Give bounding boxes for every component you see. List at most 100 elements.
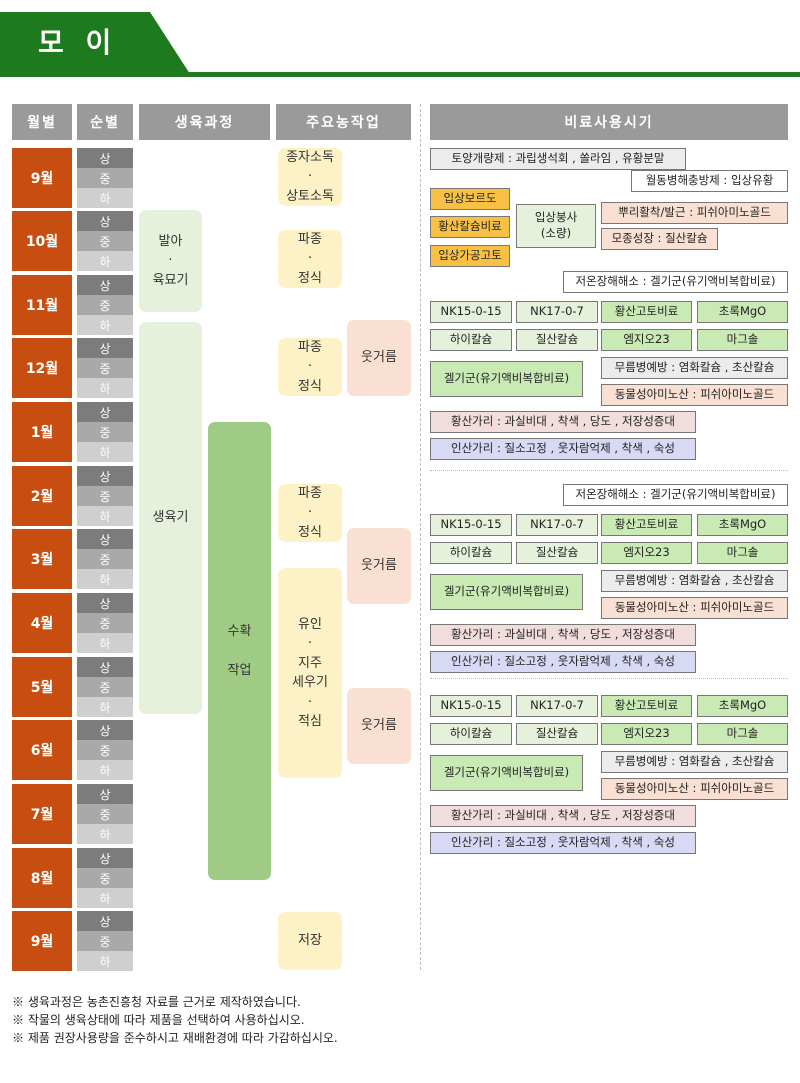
work-top-dressing-1: 웃거름 xyxy=(347,320,411,396)
header-work: 주요농작업 xyxy=(276,104,411,140)
month-cell: 9월 xyxy=(12,911,72,971)
month-cell: 8월 xyxy=(12,848,72,908)
period-cell: 중 xyxy=(77,295,133,315)
period-cell: 하 xyxy=(77,633,133,653)
fert-calcium-sulfate: 황산칼슘비료 xyxy=(430,216,510,238)
month-cell: 4월 xyxy=(12,593,72,653)
header-stage: 생육과정 xyxy=(139,104,270,140)
stage-germination: 발아 · 육묘기 xyxy=(139,210,202,312)
fert-magnesium-sulfate: 황산고토비료 xyxy=(601,301,692,323)
period-cell: 상 xyxy=(77,529,133,549)
period-cell: 중 xyxy=(77,677,133,697)
fert-hi-calcium: 하이칼슘 xyxy=(430,329,512,351)
fert-soft-rot-prevention: 무름병예방 : 염화칼슘 , 초산칼슘 xyxy=(601,570,788,592)
work-sowing-1: 파종 · 정식 xyxy=(278,230,342,288)
period-cell: 상 xyxy=(77,338,133,358)
period-cell: 중 xyxy=(77,486,133,506)
period-cell: 상 xyxy=(77,275,133,295)
period-cell: 상 xyxy=(77,211,133,231)
month-cell: 9월 xyxy=(12,148,72,208)
period-cell: 하 xyxy=(77,697,133,717)
period-cell: 중 xyxy=(77,613,133,633)
fert-low-temp-relief: 저온장해해소 : 겔기군(유기액비복합비료) xyxy=(563,271,788,293)
fert-potassium-sulfate: 황산가리 : 과실비대 , 착색 , 당도 , 저장성증대 xyxy=(430,624,696,646)
month-cell: 10월 xyxy=(12,211,72,271)
fert-magsol: 마그솔 xyxy=(697,329,788,351)
period-cell: 상 xyxy=(77,657,133,677)
fert-root-rooting: 뿌리활착/발근 : 피쉬아미노골드 xyxy=(601,202,788,224)
fert-granular-borax: 입상붕사 (소량) xyxy=(516,204,596,248)
period-cell: 중 xyxy=(77,740,133,760)
fert-seedling-growth: 모종성장 : 질산칼슘 xyxy=(601,228,718,250)
stage-growth: 생육기 xyxy=(139,322,202,714)
fert-nk17: NK17-0-7 xyxy=(516,514,598,536)
fert-calcium-nitrate: 질산칼슘 xyxy=(516,542,598,564)
fert-magnesium-sulfate: 황산고토비료 xyxy=(601,695,692,717)
period-cell: 상 xyxy=(77,593,133,613)
month-cell: 3월 xyxy=(12,529,72,589)
fert-mgo23: 엠지오23 xyxy=(601,723,692,745)
fert-magsol: 마그솔 xyxy=(697,723,788,745)
period-cell: 중 xyxy=(77,422,133,442)
fert-nk17: NK17-0-7 xyxy=(516,695,598,717)
fert-overwinter-pest: 월동병해충방제 : 입상유황 xyxy=(631,170,788,192)
fert-calcium-nitrate: 질산칼슘 xyxy=(516,329,598,351)
period-cell: 하 xyxy=(77,824,133,844)
fert-potassium-sulfate: 황산가리 : 과실비대 , 착색 , 당도 , 저장성증대 xyxy=(430,805,696,827)
fert-granular-bordeaux: 입상보르도 xyxy=(430,188,510,210)
fert-potassium-phosphate: 인산가리 : 질소고정 , 웃자람억제 , 착색 , 숙성 xyxy=(430,832,696,854)
work-top-dressing-2: 웃거름 xyxy=(347,528,411,604)
period-cell: 중 xyxy=(77,358,133,378)
footer-note-1: ※ 생육과정은 농촌진흥청 자료를 근거로 제작하였습니다. xyxy=(12,995,301,1009)
period-cell: 중 xyxy=(77,804,133,824)
period-cell: 하 xyxy=(77,760,133,780)
period-cell: 상 xyxy=(77,784,133,804)
period-cell: 상 xyxy=(77,466,133,486)
period-cell: 중 xyxy=(77,231,133,251)
period-cell: 상 xyxy=(77,848,133,868)
period-cell: 하 xyxy=(77,315,133,335)
period-cell: 하 xyxy=(77,888,133,908)
month-cell: 1월 xyxy=(12,402,72,462)
period-cell: 하 xyxy=(77,506,133,526)
fert-magnesium-sulfate: 황산고토비료 xyxy=(601,514,692,536)
work-top-dressing-3: 웃거름 xyxy=(347,688,411,764)
period-cell: 중 xyxy=(77,549,133,569)
section-divider-2 xyxy=(430,678,788,679)
fert-animal-amino: 동물성아미노산 : 피쉬아미노골드 xyxy=(601,597,788,619)
fert-mgo23: 엠지오23 xyxy=(601,542,692,564)
fert-potassium-sulfate: 황산가리 : 과실비대 , 착색 , 당도 , 저장성증대 xyxy=(430,411,696,433)
work-seed-disinfection: 종자소독 · 상토소독 xyxy=(278,148,342,206)
fert-green-mgo: 초록MgO xyxy=(697,514,788,536)
period-cell: 하 xyxy=(77,251,133,271)
fert-green-mgo: 초록MgO xyxy=(697,301,788,323)
fert-gelgi-liquid: 겔기군(유기액비복합비료) xyxy=(430,755,583,791)
month-cell: 6월 xyxy=(12,720,72,780)
fert-soil-conditioner: 토양개량제 : 과립생석회 , 쏠라임 , 유황분말 xyxy=(430,148,686,170)
fert-granular-magnesia: 입상가공고토 xyxy=(430,245,510,267)
fert-magsol: 마그솔 xyxy=(697,542,788,564)
stage-harvest: 수확 작업 xyxy=(208,422,271,880)
work-guide-support: 유인 · 지주 세우기 · 적심 xyxy=(278,568,342,778)
period-cell: 하 xyxy=(77,188,133,208)
fert-nk15: NK15-0-15 xyxy=(430,514,512,536)
fert-potassium-phosphate: 인산가리 : 질소고정 , 웃자람억제 , 착색 , 숙성 xyxy=(430,651,696,673)
period-cell: 상 xyxy=(77,148,133,168)
work-sowing-2: 파종 · 정식 xyxy=(278,338,342,396)
title-underline xyxy=(0,72,800,77)
column-separator xyxy=(420,104,421,970)
fert-soft-rot-prevention: 무름병예방 : 염화칼슘 , 초산칼슘 xyxy=(601,751,788,773)
fert-potassium-phosphate: 인산가리 : 질소고정 , 웃자람억제 , 착색 , 숙성 xyxy=(430,438,696,460)
month-cell: 5월 xyxy=(12,657,72,717)
fert-gelgi-liquid: 겔기군(유기액비복합비료) xyxy=(430,361,583,397)
period-cell: 하 xyxy=(77,442,133,462)
month-cell: 2월 xyxy=(12,466,72,526)
period-cell: 중 xyxy=(77,931,133,951)
period-cell: 하 xyxy=(77,378,133,398)
header-fert: 비료사용시기 xyxy=(430,104,788,140)
fert-animal-amino: 동물성아미노산 : 피쉬아미노골드 xyxy=(601,384,788,406)
month-cell: 11월 xyxy=(12,275,72,335)
period-cell: 상 xyxy=(77,402,133,422)
header-month: 월별 xyxy=(12,104,72,140)
period-cell: 상 xyxy=(77,720,133,740)
